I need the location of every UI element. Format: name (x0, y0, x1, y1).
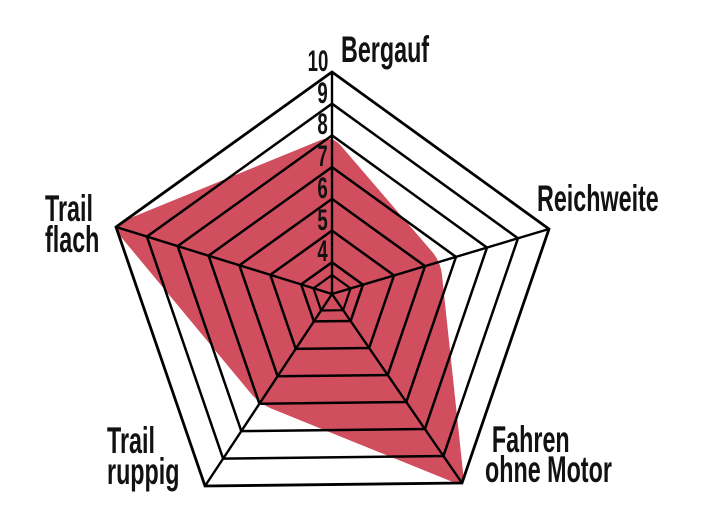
axis-label-trail-ruppig: Trail ruppig (107, 420, 180, 492)
grid-ring (176, 133, 489, 433)
scale-tick-label: 7 (317, 140, 328, 173)
grid-ring-inner (312, 273, 352, 312)
axis-label-bergauf: Bergauf (341, 29, 430, 70)
grid-spoke (331, 227, 550, 296)
scale-tick-label: 8 (317, 108, 328, 141)
scale-tick-label: 5 (317, 204, 328, 237)
grid-spoke (331, 293, 463, 484)
scale-tick-label: 4 (317, 235, 328, 268)
axis-label-trail-flach: Trail flach (45, 188, 100, 260)
axis-label-text: Trail (45, 188, 93, 229)
grid-ring (268, 229, 396, 351)
grid-ring (145, 102, 520, 460)
axis-label-text: Reichweite (537, 178, 659, 219)
data-polygon (116, 138, 464, 484)
scale-tick-label: 9 (317, 77, 328, 110)
grid-spoke (115, 225, 333, 296)
scale-tick-label: 6 (317, 172, 328, 205)
axis-label-text: ruppig (107, 451, 180, 492)
axis-label-text: ohne Motor (485, 449, 612, 490)
axis-label-reichweite: Reichweite (537, 178, 659, 219)
axis-label-text: flach (45, 219, 100, 260)
axis-label-text: Trail (107, 420, 155, 461)
axis-label-text: Bergauf (341, 29, 430, 70)
scale-tick-label: 10 (307, 45, 328, 78)
grid-ring (237, 197, 427, 378)
grid-ring (207, 165, 458, 405)
grid-ring (299, 260, 365, 323)
grid-outer-pentagon (114, 70, 551, 488)
axis-label-fahren-ohne-motor: Fahren ohne Motor (485, 419, 612, 490)
grid-spoke (203, 293, 334, 487)
axis-label-text: Fahren (491, 419, 570, 460)
